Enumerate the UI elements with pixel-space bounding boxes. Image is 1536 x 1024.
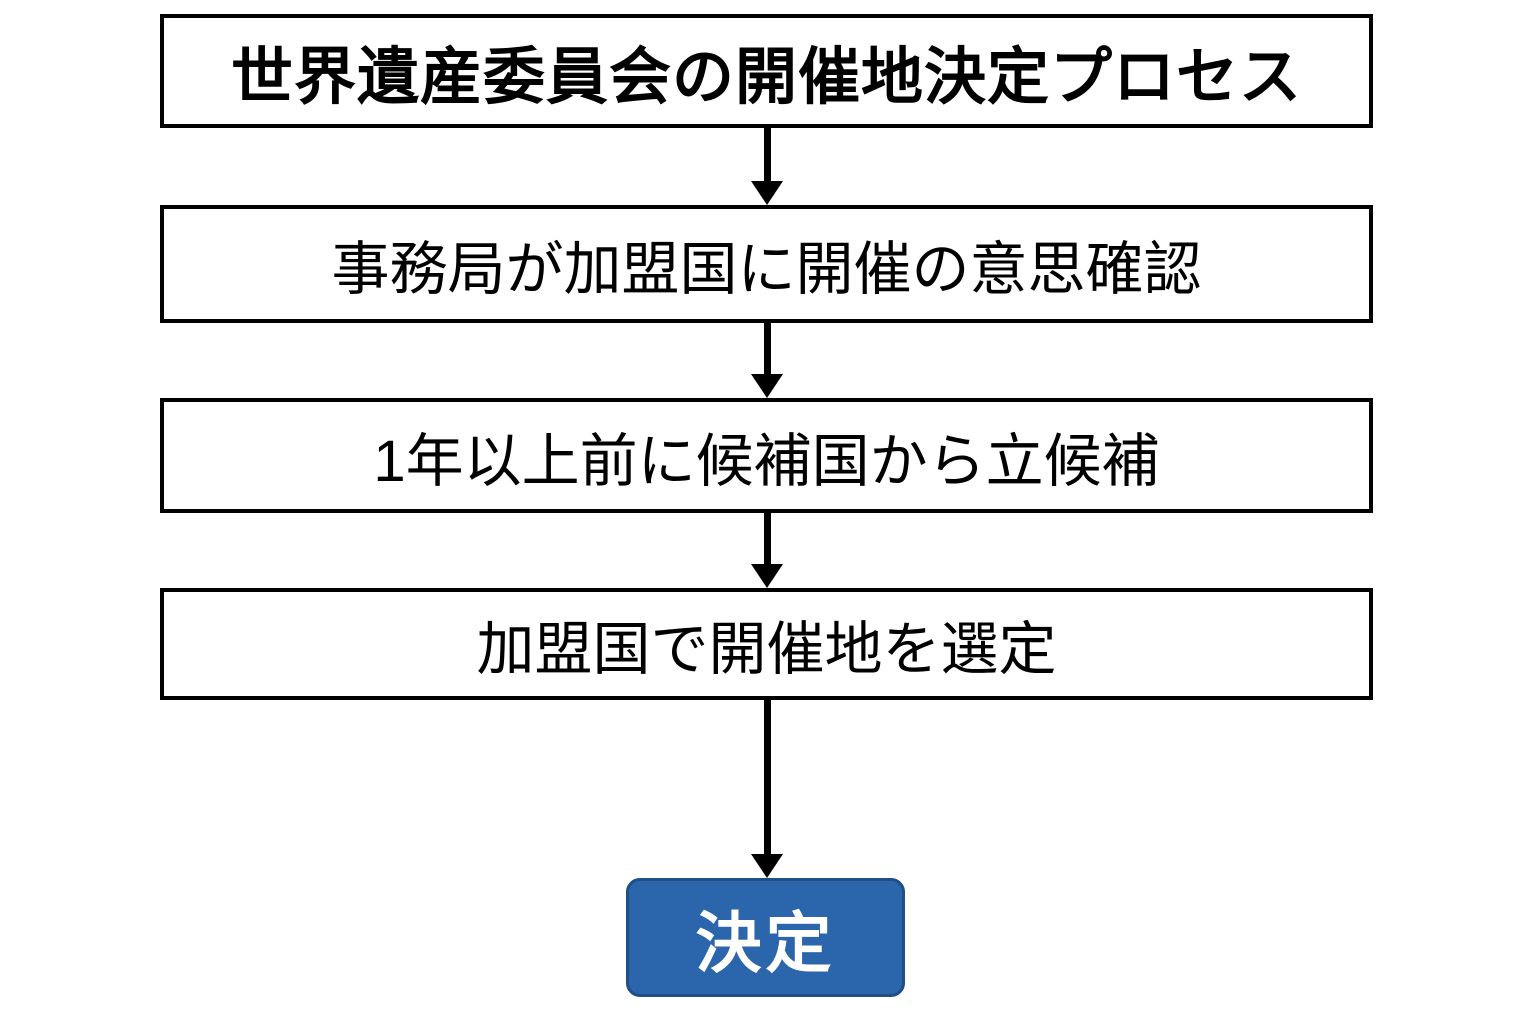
arrow-head-icon: [751, 564, 783, 588]
flow-step-label: 事務局が加盟国に開催の意思確認: [331, 237, 1202, 302]
flow-step-intent-confirmation: 事務局が加盟国に開催の意思確認: [160, 205, 1373, 323]
flow-title-label: 世界遺産委員会の開催地決定プロセス: [230, 43, 1302, 112]
flow-step-label: 1年以上前に候補国から立候補: [373, 428, 1160, 494]
arrow-head-icon: [751, 374, 783, 398]
flow-step-venue-selection: 加盟国で開催地を選定: [160, 588, 1373, 700]
down-arrow-4: [751, 700, 783, 878]
arrow-head-icon: [751, 854, 783, 878]
down-arrow-1: [751, 128, 783, 205]
arrow-shaft: [763, 128, 771, 184]
flow-result-box: 決定: [626, 878, 905, 997]
flow-result-label: 決定: [695, 905, 836, 980]
down-arrow-2: [751, 323, 783, 398]
arrow-shaft: [763, 513, 771, 567]
arrow-shaft: [763, 323, 771, 377]
flow-step-candidacy: 1年以上前に候補国から立候補: [160, 398, 1373, 513]
arrow-head-icon: [751, 181, 783, 205]
flow-title-box: 世界遺産委員会の開催地決定プロセス: [160, 14, 1373, 128]
flow-step-label: 加盟国で開催地を選定: [476, 617, 1057, 682]
arrow-shaft: [763, 700, 771, 857]
down-arrow-3: [751, 513, 783, 588]
